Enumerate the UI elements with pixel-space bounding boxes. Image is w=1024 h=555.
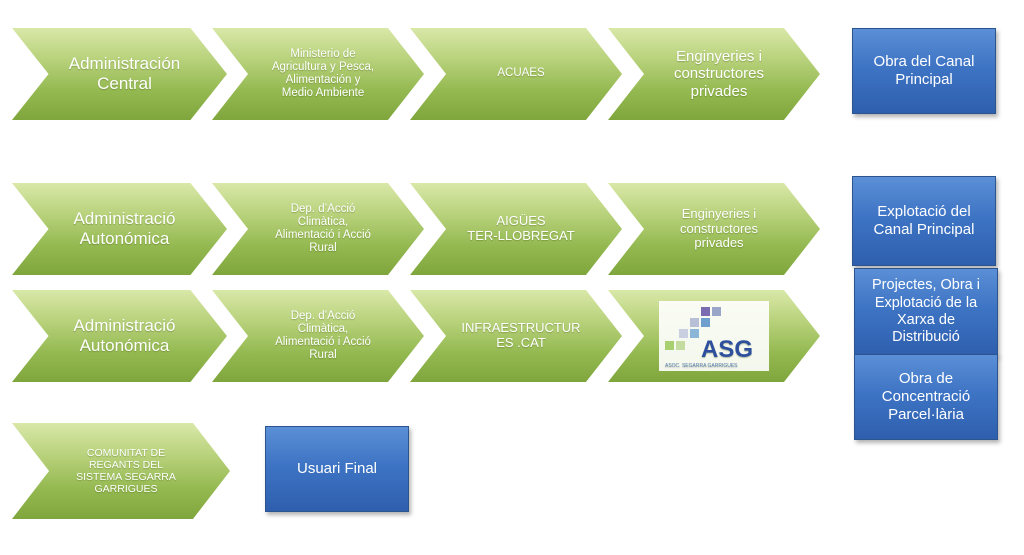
asg-logo-subtitle: ASOC. SEGARRA GARRIGUES (665, 363, 738, 369)
chevron-label: ACUAES (497, 67, 545, 80)
chevron-administracio-autonomica-1: Administració Autonómica (12, 183, 227, 275)
chevron-acuaes: ACUAES (410, 28, 622, 120)
chevron-dep-accio-climatica-2: Dep. d’Acció Climàtica, Alimentació i Ac… (212, 290, 424, 382)
result-explotacio-canal-principal: Explotació del Canal Principal (852, 176, 996, 266)
chevron-label: Dep. d’Acció Climàtica, Alimentació i Ac… (275, 309, 371, 362)
chevron-label: Administració Autonómica (73, 209, 176, 248)
chevron-label: COMUNITAT DE REGANTS DEL SISTEMA SEGARRA… (76, 446, 176, 496)
asg-logo-text: ASG (701, 336, 753, 363)
chevron-label: Dep. d’Acció Climàtica, Alimentació i Ac… (275, 202, 371, 255)
result-projectes-obra-explotacio: Projectes, Obra i Explotació de la Xarxa… (854, 268, 998, 356)
chevron-enginyeries-1: Enginyeries i constructores privades (608, 28, 820, 120)
chevron-label: Ministerio de Agricultura y Pesca, Alime… (271, 47, 375, 100)
chevron-label: INFRAESTRUCTUR ES .CAT (461, 320, 581, 350)
result-usuari-final: Usuari Final (265, 426, 409, 512)
chevron-comunitat-regants: COMUNITAT DE REGANTS DEL SISTEMA SEGARRA… (12, 423, 230, 519)
chevron-label: AIGÜES TER-LLOBREGAT (467, 213, 575, 243)
chevron-label: Enginyeries i constructores privades (679, 205, 759, 251)
chevron-ministerio: Ministerio de Agricultura y Pesca, Alime… (212, 28, 424, 120)
result-obra-canal-principal: Obra del Canal Principal (852, 28, 996, 114)
asg-logo: ASG ASOC. SEGARRA GARRIGUES (659, 301, 769, 371)
chevron-label: Administración Central (68, 54, 181, 93)
chevron-asg: ASG ASOC. SEGARRA GARRIGUES (608, 290, 820, 382)
result-obra-concentracio: Obra de Concentració Parcel·lària (854, 354, 998, 440)
chevron-infraestructures-cat: INFRAESTRUCTUR ES .CAT (410, 290, 622, 382)
chevron-label: Administració Autonómica (73, 316, 176, 355)
chevron-label: Enginyeries i constructores privades (673, 48, 765, 100)
chevron-administracion-central: Administración Central (12, 28, 227, 120)
chevron-aigues-ter-llobregat: AIGÜES TER-LLOBREGAT (410, 183, 622, 275)
chevron-administracio-autonomica-2: Administració Autonómica (12, 290, 227, 382)
chevron-enginyeries-2: Enginyeries i constructores privades (608, 183, 820, 275)
chevron-dep-accio-climatica-1: Dep. d’Acció Climàtica, Alimentació i Ac… (212, 183, 424, 275)
